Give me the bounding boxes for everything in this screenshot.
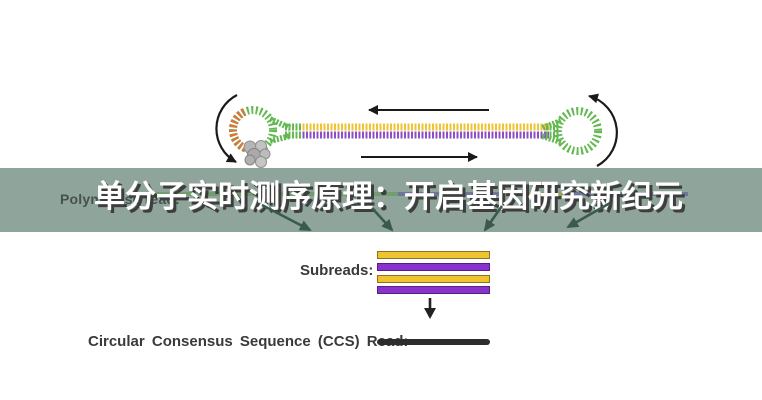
left-rotation-arrow-icon	[215, 94, 238, 163]
ccs-read-bar	[377, 339, 490, 345]
read-line-segment-indigo	[565, 192, 688, 196]
page-title: 单分子实时测序原理：开启基因研究新纪元	[94, 179, 683, 214]
right-hairpin-loop	[554, 107, 602, 155]
subread-bar-yellow	[377, 275, 490, 283]
primer-arc	[228, 108, 249, 153]
smrtbell-diagram	[215, 93, 618, 168]
subread-bar-purple	[377, 263, 490, 271]
ccs-read-label: Circular Consensus Sequence (CCS) Read:	[88, 333, 409, 350]
subread-bar-purple	[377, 286, 490, 294]
subread-bars	[377, 251, 490, 294]
subreads-label: Subreads:	[300, 262, 374, 279]
subread-bar-yellow	[377, 251, 490, 259]
read-line-segment-indigo	[398, 192, 505, 196]
read-line-segment-olive	[505, 192, 565, 196]
read-line-segment-green	[130, 192, 398, 196]
right-rotation-arrow-icon	[588, 93, 618, 167]
polymerase-icon	[243, 140, 271, 168]
